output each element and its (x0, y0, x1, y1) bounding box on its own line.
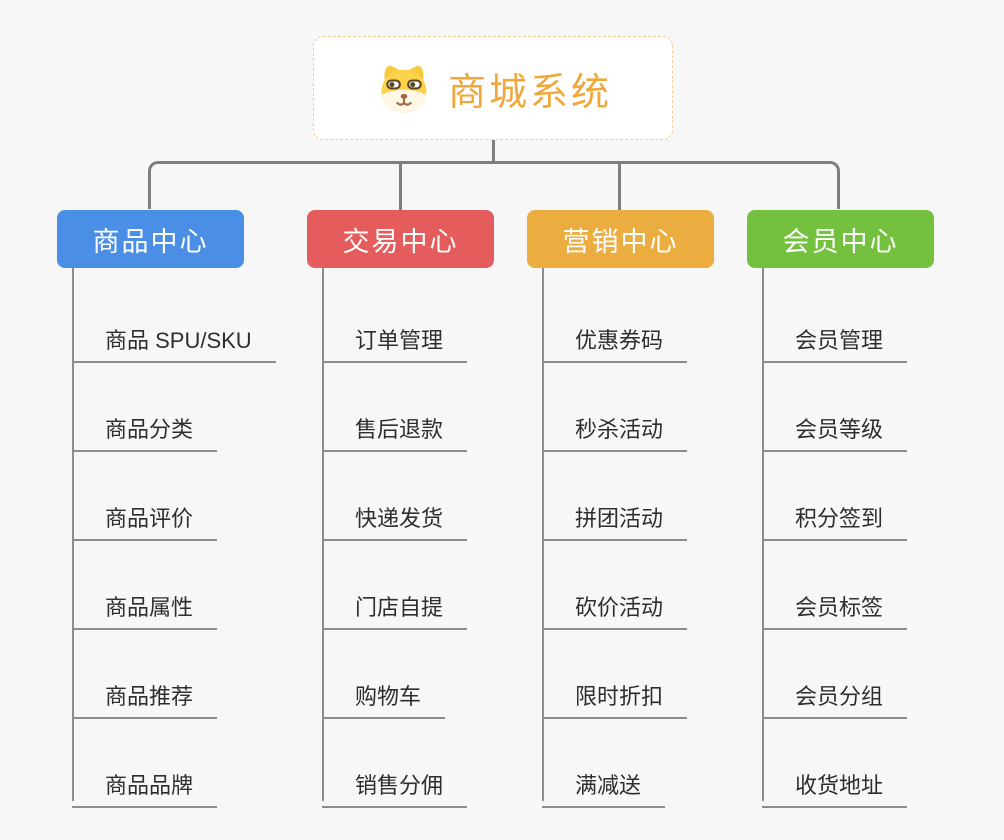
leaf-node[interactable]: 商品推荐 (72, 675, 218, 719)
leaf-node[interactable]: 商品属性 (72, 586, 218, 630)
branch-trunk-line (72, 268, 74, 801)
leaf-node[interactable]: 商品品牌 (72, 764, 218, 808)
leaf-node[interactable]: 限时折扣 (542, 675, 688, 719)
leaf-node[interactable]: 商品分类 (72, 408, 218, 452)
leaf-node[interactable]: 会员分组 (762, 675, 908, 719)
leaf-node[interactable]: 会员管理 (762, 319, 908, 363)
branch-header[interactable]: 营销中心 (527, 210, 714, 268)
leaf-node[interactable]: 积分签到 (762, 497, 908, 541)
leaf-node[interactable]: 商品 SPU/SKU (72, 319, 276, 363)
branch-trunk-line (542, 268, 544, 801)
branch-trunk-line (322, 268, 324, 801)
leaf-node[interactable]: 售后退款 (322, 408, 468, 452)
leaf-node[interactable]: 门店自提 (322, 586, 468, 630)
leaf-node[interactable]: 销售分佣 (322, 764, 468, 808)
leaf-node[interactable]: 会员标签 (762, 586, 908, 630)
leaf-node[interactable]: 商品评价 (72, 497, 218, 541)
root-connector-line (492, 140, 495, 163)
leaf-node[interactable]: 优惠券码 (542, 319, 688, 363)
leaf-node[interactable]: 满减送 (542, 764, 666, 808)
root-node[interactable]: 商城系统 (313, 36, 673, 140)
branch-bus-line (148, 161, 840, 209)
leaf-node[interactable]: 订单管理 (322, 319, 468, 363)
leaf-node[interactable]: 购物车 (322, 675, 446, 719)
branch-header[interactable]: 会员中心 (747, 210, 934, 268)
root-title: 商城系统 (447, 71, 612, 114)
branch-header[interactable]: 交易中心 (307, 210, 494, 268)
dog-icon (381, 65, 427, 113)
leaf-node[interactable]: 快递发货 (322, 497, 468, 541)
branch-header[interactable]: 商品中心 (57, 210, 244, 268)
leaf-node[interactable]: 拼团活动 (542, 497, 688, 541)
leaf-node[interactable]: 收货地址 (762, 764, 908, 808)
branch-trunk-line (762, 268, 764, 801)
leaf-node[interactable]: 砍价活动 (542, 586, 688, 630)
leaf-node[interactable]: 秒杀活动 (542, 408, 688, 452)
leaf-node[interactable]: 会员等级 (762, 408, 908, 452)
branch-connector-line (618, 163, 621, 210)
branch-connector-line (399, 163, 402, 210)
